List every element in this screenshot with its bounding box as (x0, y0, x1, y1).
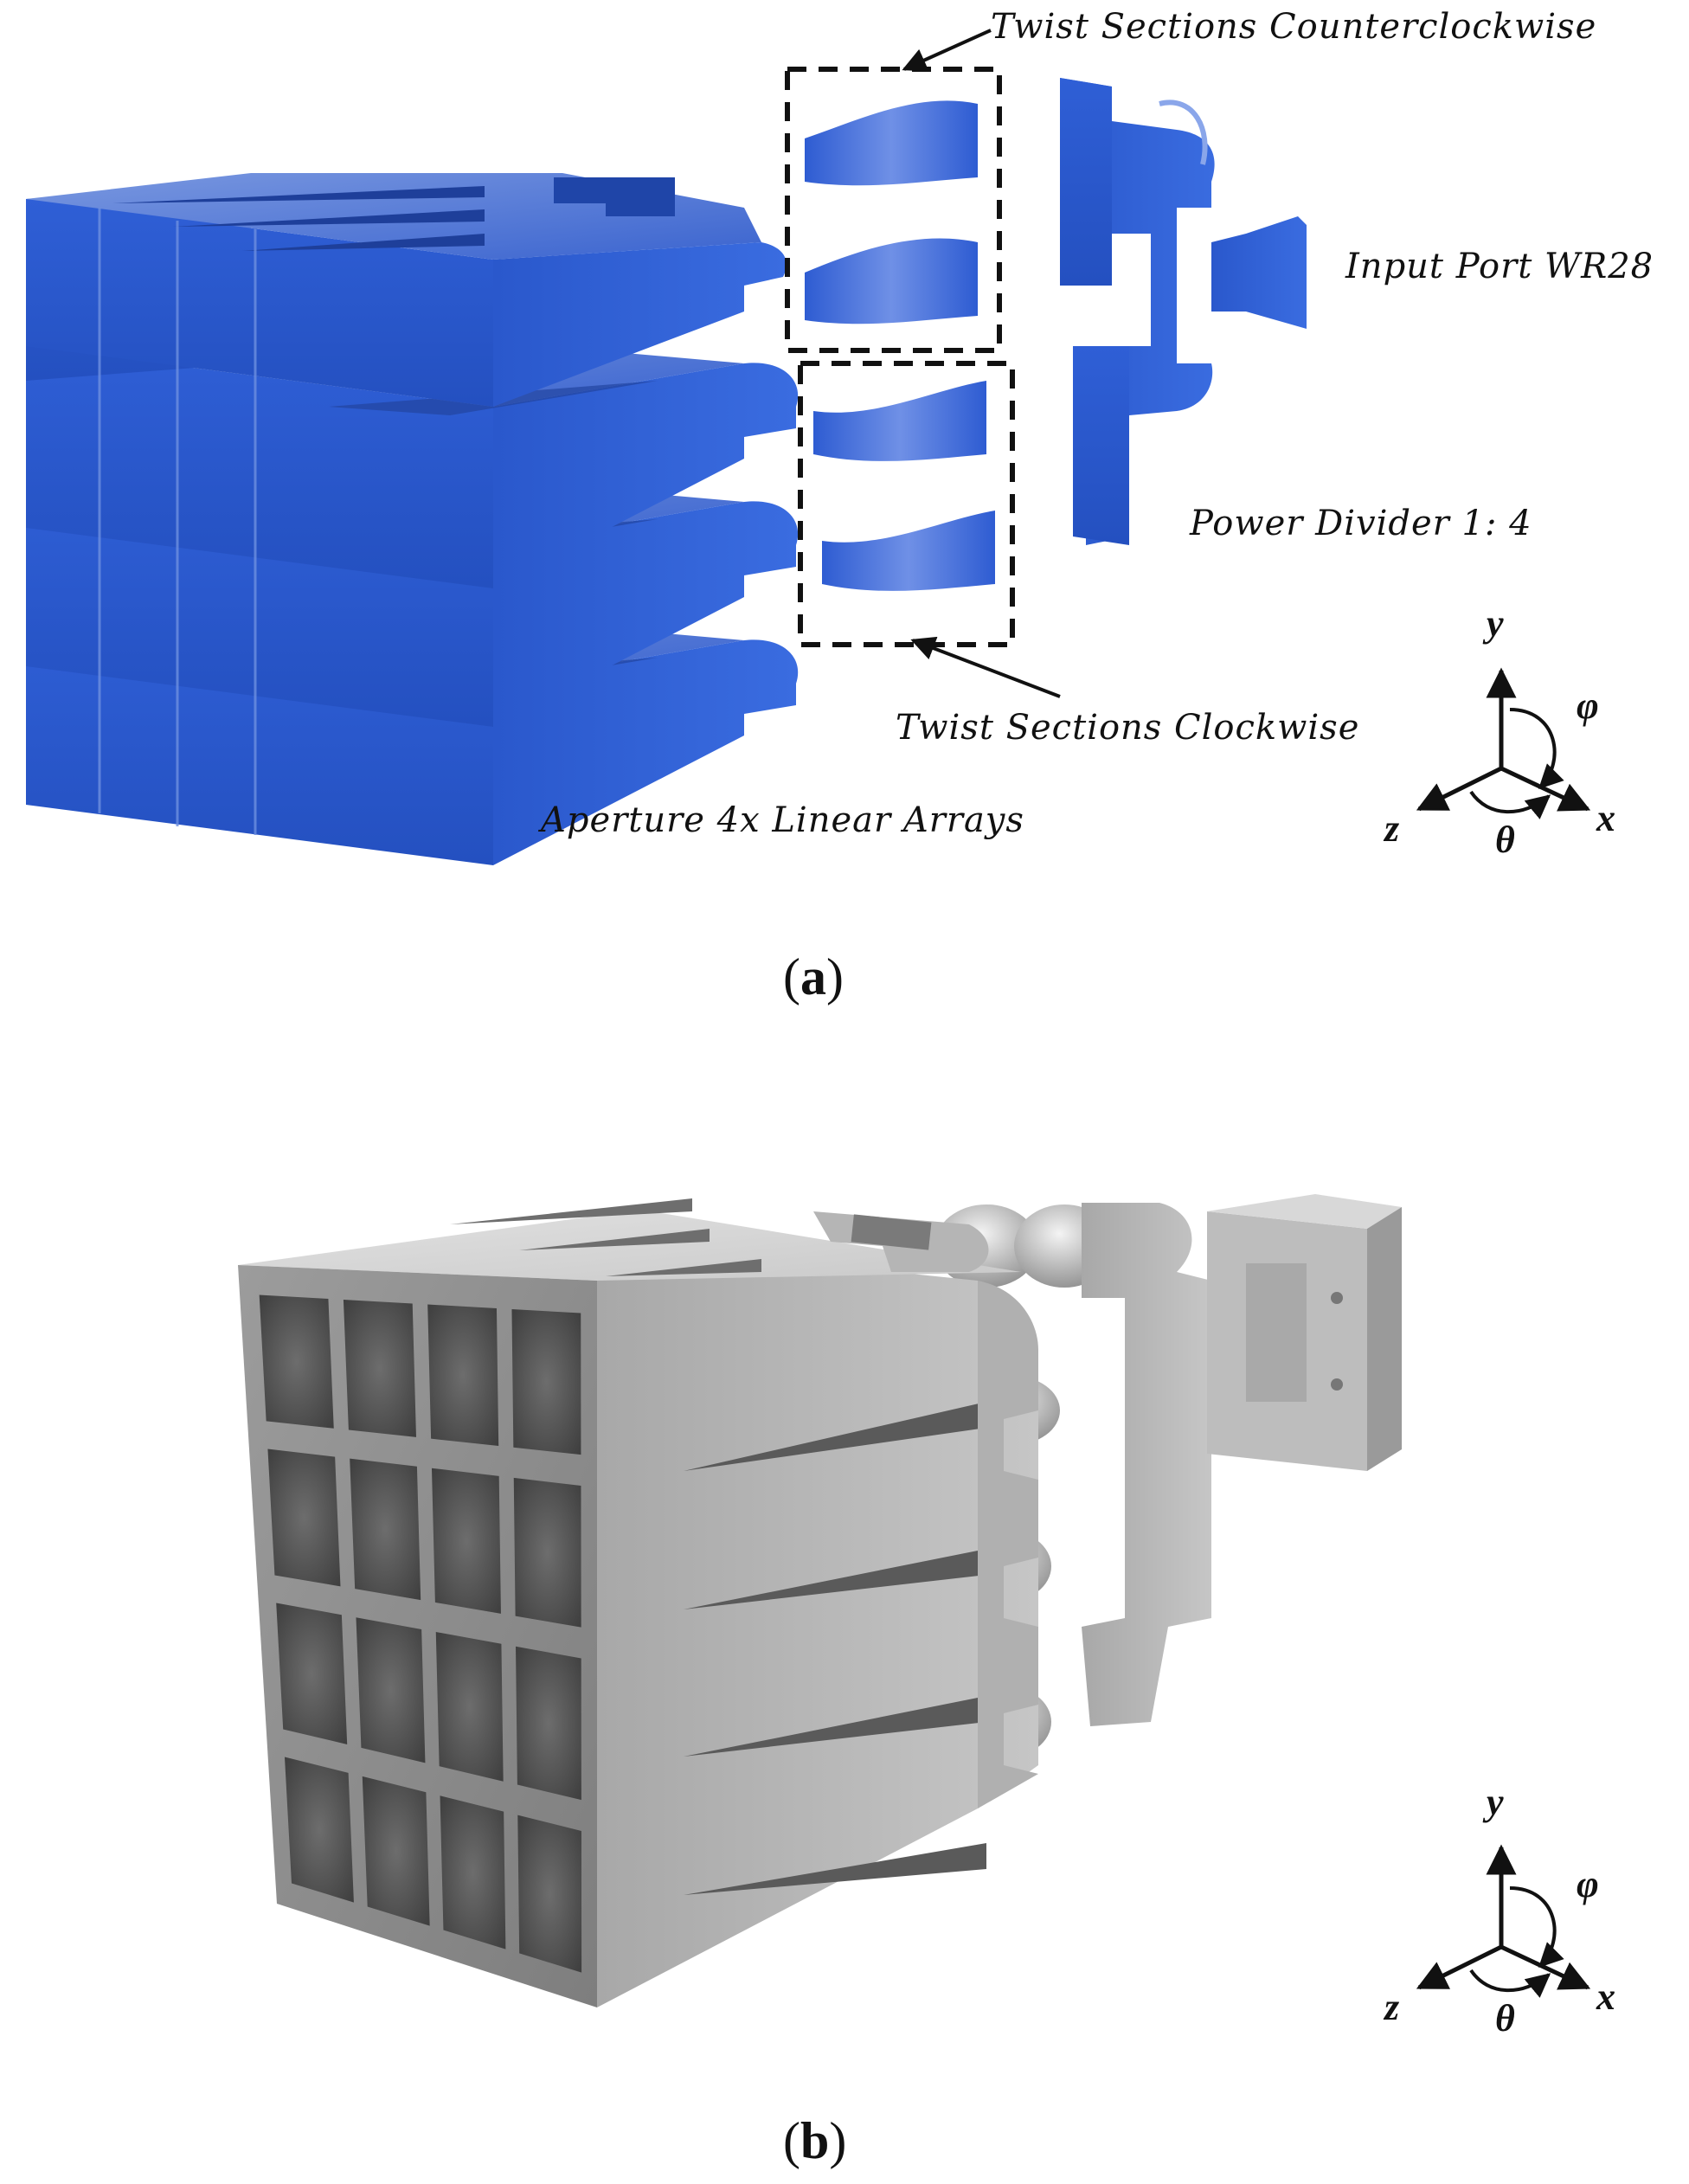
aperture-cell (356, 1617, 426, 1763)
aperture-cell (440, 1795, 506, 1950)
aperture-cell (276, 1603, 348, 1744)
axis-z-a: z (1384, 807, 1400, 850)
aperture-cell (350, 1458, 421, 1601)
aperture-cell (513, 1477, 581, 1628)
axis-phi-a: φ (1577, 684, 1599, 727)
aperture-cell (362, 1776, 430, 1926)
axis-y-b: y (1487, 1781, 1504, 1823)
twist-sections-counterclockwise (805, 100, 978, 324)
axis-theta-b: θ (1495, 1997, 1515, 2039)
caption-a: (a) (783, 948, 844, 1005)
array-layer-1 (26, 173, 787, 407)
label-input-port: Input Port WR28 (1345, 247, 1654, 286)
aperture-cell (427, 1304, 499, 1446)
axis-theta-a: θ (1495, 819, 1515, 861)
axes-b (1416, 1844, 1591, 1998)
label-power-divider: Power Divider 1: 4 (1190, 504, 1532, 543)
aperture-cell (284, 1757, 354, 1903)
clockwise-box (798, 361, 1015, 647)
caption-b: (b) (783, 2112, 847, 2169)
twist-sections-clockwise (813, 381, 995, 591)
axis-z-b: z (1384, 1986, 1400, 2028)
aperture-cell (343, 1299, 416, 1437)
aperture-cell (267, 1449, 341, 1587)
aperture-cell (435, 1631, 504, 1782)
aperture-grid (259, 1294, 582, 1973)
arrow-clockwise (910, 636, 1061, 698)
power-divider (1060, 78, 1307, 545)
aperture-cell (516, 1646, 581, 1801)
block-seams (98, 208, 257, 835)
label-twist-clockwise: Twist Sections Clockwise (896, 708, 1360, 748)
label-aperture: Aperture 4x Linear Arrays (541, 800, 1024, 840)
axis-phi-b: φ (1577, 1863, 1599, 1905)
aperture-cell (431, 1468, 501, 1614)
label-twist-counterclockwise: Twist Sections Counterclockwise (991, 7, 1597, 47)
axis-x-a: x (1596, 797, 1615, 839)
aperture-linear-arrays (26, 173, 799, 865)
axes-a (1416, 667, 1591, 819)
assembled-antenna (238, 1194, 1402, 2007)
axis-x-b: x (1596, 1975, 1615, 2018)
axis-y-a: y (1487, 602, 1504, 645)
counterclockwise-box (785, 67, 1002, 353)
aperture-cell (517, 1815, 582, 1973)
aperture-cell (511, 1308, 581, 1455)
aperture-cell (259, 1294, 334, 1429)
arrow-counterclockwise (902, 29, 992, 72)
